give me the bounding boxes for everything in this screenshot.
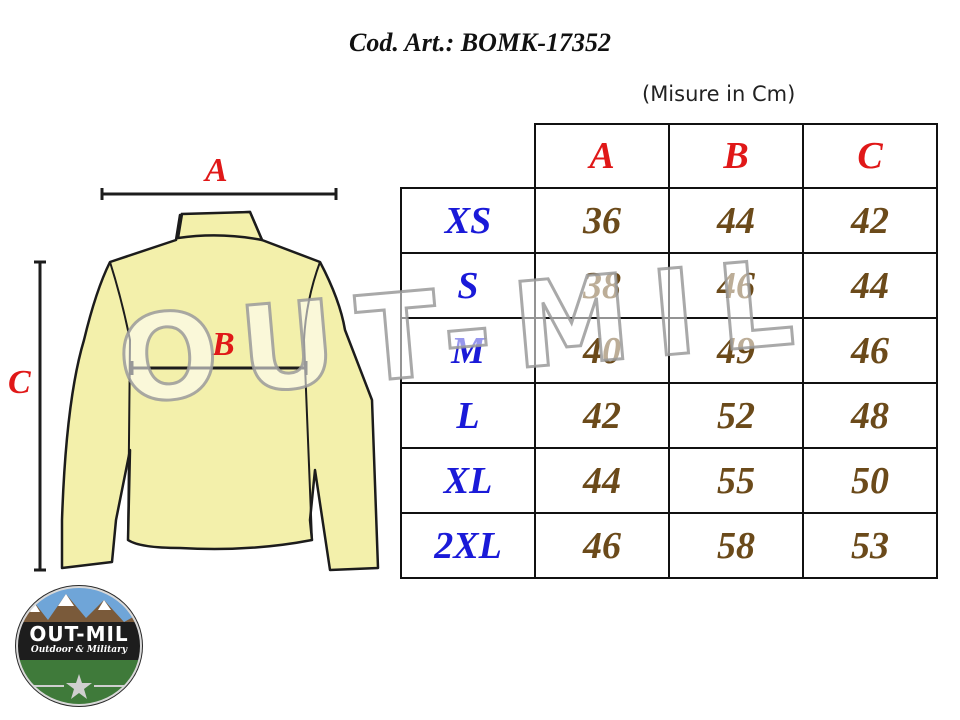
jacket-back-icon bbox=[34, 188, 380, 572]
table-row: S 38 46 44 bbox=[400, 252, 938, 319]
table-row: L 42 52 48 bbox=[400, 382, 938, 449]
measure-b: 55 bbox=[668, 447, 804, 514]
table-row: 2XL 46 58 53 bbox=[400, 512, 938, 579]
dimension-label-a: A bbox=[205, 152, 228, 189]
mountain-star-badge-icon bbox=[15, 585, 143, 707]
measure-b: 52 bbox=[668, 382, 804, 449]
size-label: L bbox=[400, 382, 536, 449]
measure-c: 50 bbox=[802, 447, 938, 514]
size-label: M bbox=[400, 317, 536, 384]
logo-tagline: Outdoor & Military bbox=[30, 645, 128, 655]
table-row: XS 36 44 42 bbox=[400, 187, 938, 254]
size-label: XS bbox=[400, 187, 536, 254]
dimension-label-c: C bbox=[8, 364, 31, 401]
column-header-a: A bbox=[534, 123, 670, 189]
measure-a: 36 bbox=[534, 187, 670, 254]
measure-c: 53 bbox=[802, 512, 938, 579]
measure-a: 42 bbox=[534, 382, 670, 449]
size-label: XL bbox=[400, 447, 536, 514]
measure-c: 44 bbox=[802, 252, 938, 319]
measure-b: 46 bbox=[668, 252, 804, 319]
table-row: XL 44 55 50 bbox=[400, 447, 938, 514]
measure-c: 46 bbox=[802, 317, 938, 384]
table-header-row: A B C bbox=[401, 123, 938, 189]
measure-a: 38 bbox=[534, 252, 670, 319]
dimension-label-b: B bbox=[212, 326, 235, 363]
table-corner bbox=[401, 124, 535, 188]
measure-a: 40 bbox=[534, 317, 670, 384]
measure-a: 46 bbox=[534, 512, 670, 579]
column-header-b: B bbox=[668, 123, 804, 189]
article-code-title: Cod. Art.: BOMK-17352 bbox=[349, 28, 611, 57]
table-row: M 40 49 46 bbox=[400, 317, 938, 384]
measure-b: 58 bbox=[668, 512, 804, 579]
brand-logo: OUT-MIL Outdoor & Military bbox=[12, 582, 146, 710]
units-note: (Misure in Cm) bbox=[642, 82, 796, 106]
measure-c: 48 bbox=[802, 382, 938, 449]
measure-a: 44 bbox=[534, 447, 670, 514]
measure-c: 42 bbox=[802, 187, 938, 254]
size-label: S bbox=[400, 252, 536, 319]
measure-b: 49 bbox=[668, 317, 804, 384]
size-label: 2XL bbox=[400, 512, 536, 579]
logo-brand-name: OUT-MIL bbox=[29, 622, 129, 646]
column-header-c: C bbox=[802, 123, 938, 189]
jacket-diagram bbox=[0, 150, 390, 590]
measure-b: 44 bbox=[668, 187, 804, 254]
size-table: A B C XS 36 44 42 S 38 46 44 M 40 49 46 … bbox=[400, 123, 938, 579]
